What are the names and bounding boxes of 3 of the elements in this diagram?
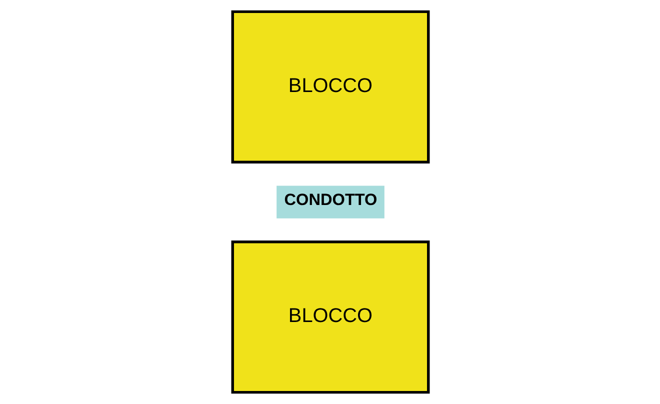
- node-box: BLOCCO: [230, 240, 430, 394]
- label: CONDOTTO: [284, 191, 377, 210]
- node-box: BLOCCO: [230, 10, 430, 164]
